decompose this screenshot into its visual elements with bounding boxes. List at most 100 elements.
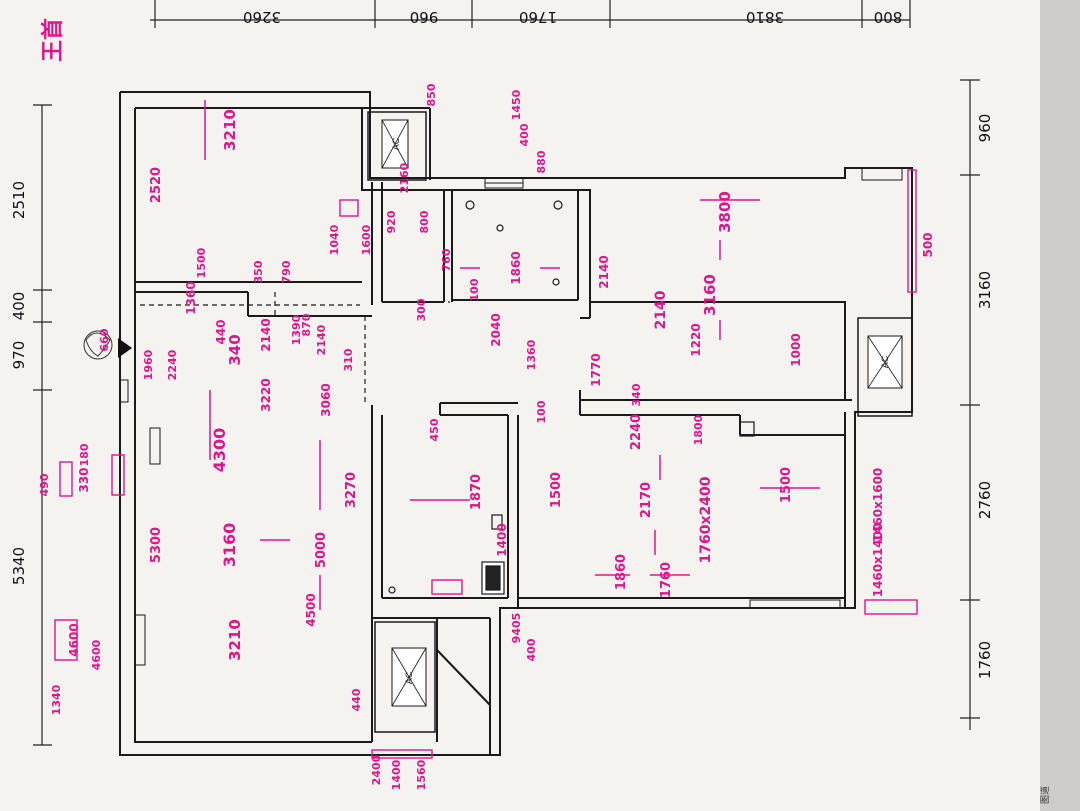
annotation-30: 100	[468, 278, 481, 301]
annotation-14: 3270	[344, 472, 359, 508]
top-dim-2: 1760	[519, 8, 557, 26]
annotation-33: 1360	[525, 339, 538, 370]
left-dimension-labels: 2510 400 970 5340	[10, 181, 28, 585]
annotation-21: 1390	[290, 314, 303, 345]
annotation-13: 3160	[220, 523, 239, 568]
annotation-44: 1770	[589, 353, 603, 386]
dimension-lines	[33, 0, 980, 746]
annotation-47: 1760x2400	[698, 476, 714, 563]
annotation-26: 1600	[360, 224, 373, 255]
annotation-28: 800	[418, 210, 431, 233]
annotation-42: 400	[518, 123, 531, 146]
annotation-39: 1000	[789, 333, 803, 366]
annotation-11: 4300	[210, 428, 229, 473]
annotation-72: 100	[535, 400, 548, 423]
right-dim-3: 1760	[976, 641, 994, 679]
annotation-15: 5000	[314, 532, 329, 568]
annotation-55: 1870	[469, 474, 484, 510]
top-dimension-labels: 3260 960 1760 3810 800	[243, 8, 902, 26]
annotation-57: 1400	[495, 523, 509, 556]
annotation-7: 340	[226, 334, 244, 365]
ac-unit-right: AC	[857, 317, 913, 417]
annotation-38: 2140	[653, 290, 669, 329]
left-dim-3: 5340	[10, 547, 28, 585]
annotation-8: 1960	[142, 349, 155, 380]
annotation-2: 1500	[195, 247, 208, 278]
annotation-73: 2160	[398, 162, 411, 193]
annotation-54: 1460x1600	[871, 468, 885, 543]
annotation-24: 310	[342, 348, 355, 371]
annotation-43: 880	[535, 150, 548, 173]
annotation-50: 1760	[659, 562, 674, 598]
annotation-51: 1860	[614, 554, 629, 590]
dashed-partitions	[140, 292, 450, 405]
annotation-6: 440	[214, 319, 228, 344]
pink-hatch-marks	[54, 169, 918, 759]
annotation-58: 1460x1400	[871, 523, 885, 598]
top-dim-4: 800	[874, 8, 903, 26]
annotation-32: 2040	[489, 313, 503, 346]
annotation-61: 4600	[67, 623, 81, 656]
annotation-56: 450	[428, 418, 441, 441]
annotation-63: 1220	[689, 323, 703, 356]
annotation-52: 1800	[692, 414, 705, 445]
left-dim-1: 400	[10, 292, 28, 321]
ac-label-top: AC	[391, 137, 401, 150]
annotation-31: 760	[440, 248, 453, 271]
annotation-59: 3060	[319, 383, 333, 416]
annotation-4: 350	[252, 260, 265, 283]
right-dim-1: 3160	[976, 271, 994, 309]
annotation-46: 1500	[779, 467, 794, 503]
annotation-49: 1500	[549, 472, 564, 508]
annotation-23: 2140	[315, 324, 328, 355]
annotation-22: 870	[300, 313, 313, 336]
annotation-65: 1340	[50, 684, 63, 715]
annotation-1: 2520	[149, 167, 164, 203]
annotation-71: 340	[630, 383, 643, 406]
left-dim-2: 970	[10, 341, 28, 370]
annotation-45: 2240	[629, 414, 644, 450]
annotation-17: 490	[38, 473, 51, 496]
annotation-64: 440	[350, 688, 363, 711]
annotation-29: 1860	[509, 251, 523, 284]
annotation-41: 1450	[510, 89, 523, 120]
top-dim-0: 3260	[243, 8, 281, 26]
annotation-69: 9405	[510, 613, 523, 644]
bath-fixtures	[388, 200, 755, 595]
annotation-20: 2140	[259, 318, 273, 351]
ac-unit-bottom: AC	[374, 621, 436, 733]
annotation-62: 4600	[90, 639, 103, 670]
annotation-9: 2240	[166, 349, 179, 380]
left-dim-0: 2510	[10, 181, 28, 219]
annotation-60: 4500	[304, 593, 318, 626]
annotation-37: 2140	[597, 255, 611, 288]
right-dim-2: 2760	[976, 481, 994, 519]
annotation-16: 3210	[226, 619, 244, 661]
annotation-25: 1040	[328, 224, 341, 255]
annotation-74: 660	[98, 328, 111, 351]
top-dim-1: 960	[410, 8, 439, 26]
ac-label-bottom: AC	[404, 671, 414, 684]
annotation-27: 920	[385, 210, 398, 233]
annotation-35: 3800	[716, 191, 734, 233]
annotation-19: 180	[78, 443, 91, 466]
annotation-68: 2400	[370, 754, 383, 785]
annotation-18: 330	[77, 467, 91, 492]
annotation-40: 850	[425, 83, 438, 106]
annotation-5: 790	[280, 260, 293, 283]
annotation-3: 1360	[184, 281, 198, 314]
right-dim-0: 960	[976, 114, 994, 143]
right-dimension-labels: 960 3160 2760 1760	[976, 114, 994, 679]
annotation-48: 2170	[639, 482, 654, 518]
entry-door-icon	[83, 330, 132, 360]
annotation-0: 3210	[221, 109, 239, 151]
windows	[119, 167, 903, 666]
ac-label-right: AC	[880, 355, 890, 368]
annotation-66: 1560	[415, 759, 428, 790]
paper-edge-shadow	[1040, 0, 1080, 811]
annotation-36: 3160	[701, 274, 719, 316]
